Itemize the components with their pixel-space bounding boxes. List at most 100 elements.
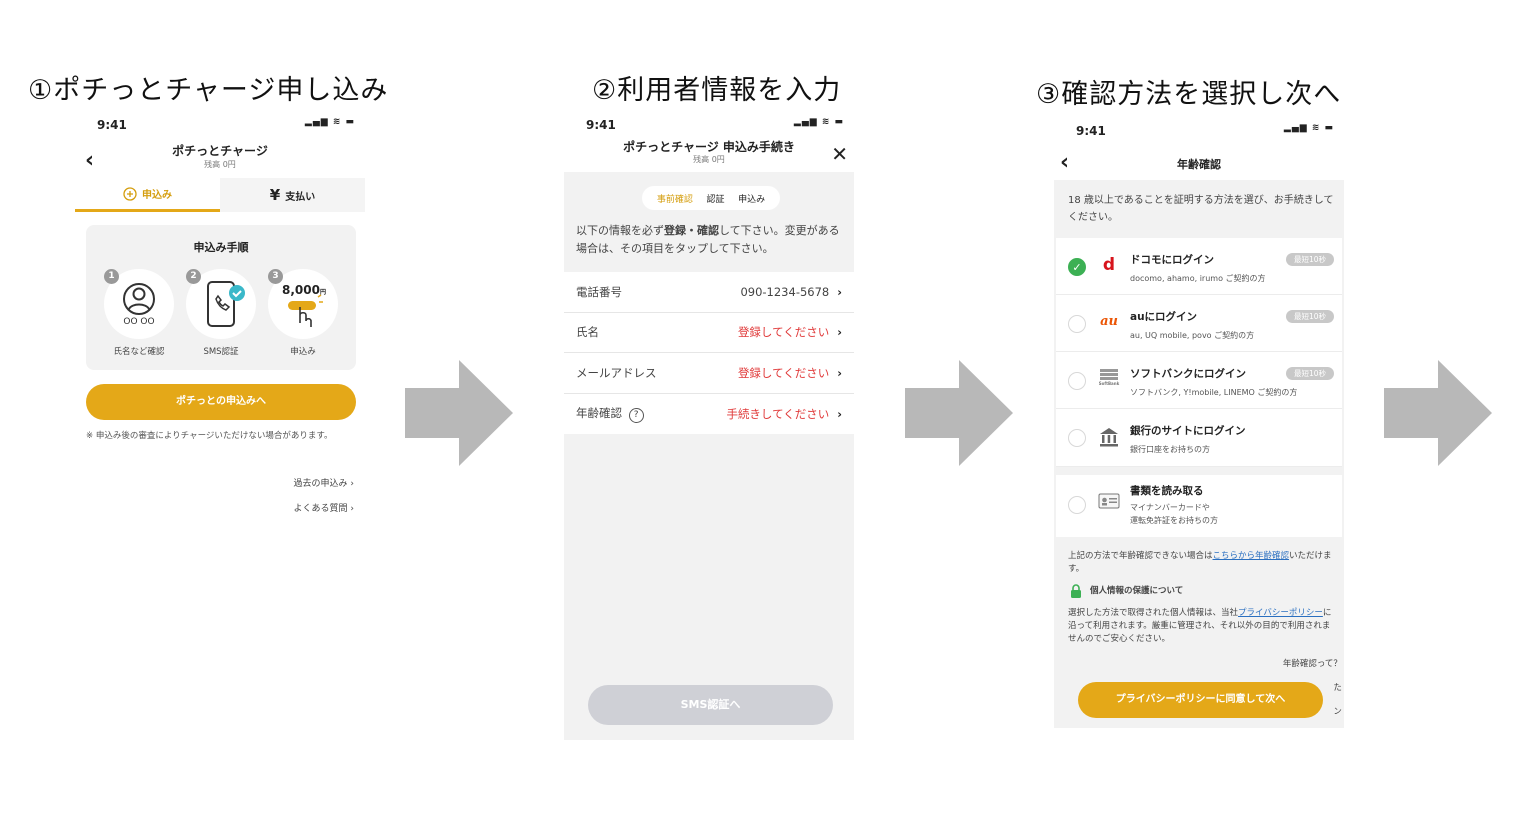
option-title: 書類を読み取る xyxy=(1130,485,1204,497)
step-label: SMS認証 xyxy=(203,347,239,357)
option-au[interactable]: au auにログイン au, UQ mobile, povo ご契約の方 最短1… xyxy=(1056,295,1342,352)
yen-icon: ¥ xyxy=(269,186,281,204)
row-age-verification[interactable]: 年齢確認 ? 手続きしてください › xyxy=(564,394,854,435)
phone-screen-age-verification: 9:41 ▂▄▆ ≋ ▬ ‹ 年齢確認 18 歳以上であることを証明する方法を選… xyxy=(1054,118,1344,728)
row-label: 氏名 xyxy=(576,325,599,340)
step-title-2: ②利用者情報を入力 xyxy=(592,75,842,106)
tab-apply[interactable]: 申込み xyxy=(75,178,220,212)
option-title: auにログイン xyxy=(1130,311,1198,323)
step-person-caption: OO OO xyxy=(123,317,155,327)
steps-card-title: 申込み手順 xyxy=(193,241,249,254)
step-label: 氏名など確認 xyxy=(113,347,165,357)
tab-apply-label: 申込み xyxy=(142,190,172,201)
privacy-text-part: 選択した方法で取得された個人情報は、当社 xyxy=(1068,608,1239,618)
past-applications-link[interactable]: 過去の申込み › xyxy=(293,479,354,489)
amount-text: 8,000 xyxy=(282,283,320,297)
apply-button[interactable]: ポチっとの申込みへ xyxy=(86,384,356,420)
status-indicators: ▂▄▆ ≋ ▬ xyxy=(793,117,844,127)
option-title: ソフトバンクにログイン xyxy=(1130,368,1247,380)
option-title: 銀行のサイトにログイン xyxy=(1130,425,1246,437)
fallback-text-part: いただけます。 xyxy=(1068,551,1332,574)
faq-link[interactable]: よくある質問 › xyxy=(293,504,354,514)
time-badge: 最短10秒 xyxy=(1285,253,1334,266)
page-title: ポチっとチャージ xyxy=(172,144,268,158)
status-bar: 9:41 ▂▄▆ ≋ ▬ xyxy=(564,112,854,136)
privacy-text-part: に沿って利用されます。厳重に管理され、それ以外の目的で利用されませんのでご安心く… xyxy=(1068,608,1332,644)
pill-auth: 認証 xyxy=(706,194,725,205)
lock-icon xyxy=(1071,584,1081,598)
page-title: ポチっとチャージ 申込み手続き xyxy=(623,140,795,154)
au-logo: au xyxy=(1100,314,1118,329)
option-bank[interactable]: 銀行のサイトにログイン 銀行口座をお持ちの方 xyxy=(1056,409,1342,467)
privacy-title: 個人情報の保護について xyxy=(1068,584,1336,598)
radio-button[interactable] xyxy=(1068,496,1086,514)
progress-pills: 事前確認 認証 申込み xyxy=(642,186,780,210)
softbank-logo-text: SoftBank xyxy=(1098,381,1120,386)
content-background xyxy=(564,172,854,740)
status-time: 9:41 xyxy=(586,118,616,132)
age-faq-link[interactable]: 年齢確認って？ › xyxy=(1282,659,1344,669)
option-docomo[interactable]: ✓ d ドコモにログイン docomo, ahamo, irumo ご契約の方 … xyxy=(1056,238,1342,295)
bank-icon xyxy=(1098,426,1120,448)
radio-button[interactable] xyxy=(1068,315,1086,333)
row-name[interactable]: 氏名 登録してください› xyxy=(564,313,854,353)
back-arrow-icon[interactable]: ‹ xyxy=(85,148,95,173)
hidden-link[interactable]: ン › xyxy=(1333,707,1344,717)
option-subtitle: au, UQ mobile, povo ご契約の方 xyxy=(1130,331,1255,340)
id-card-icon xyxy=(1098,493,1120,515)
plus-circle-icon xyxy=(123,186,137,201)
back-arrow-icon[interactable]: ‹ xyxy=(1060,150,1070,175)
softbank-logo: SoftBank xyxy=(1098,368,1120,390)
option-subtitle: 運転免許証をお持ちの方 xyxy=(1130,516,1218,525)
step-number: 2 xyxy=(186,269,201,284)
privacy-policy-link[interactable]: プライバシーポリシー xyxy=(1238,608,1323,618)
fallback-link[interactable]: こちらから年齢確認 xyxy=(1212,551,1290,561)
radio-button[interactable] xyxy=(1068,429,1086,447)
status-bar: 9:41 ▂▄▆ ≋ ▬ xyxy=(1054,118,1344,142)
balance-text: 残高 0円 xyxy=(204,160,236,169)
status-indicators: ▂▄▆ ≋ ▬ xyxy=(304,117,355,127)
phone-screen-user-info: 9:41 ▂▄▆ ≋ ▬ ポチっとチャージ 申込み手続き 残高 0円 ✕ 事前確… xyxy=(564,112,854,740)
pill-apply: 申込み xyxy=(738,194,766,205)
status-bar: 9:41 ▂▄▆ ≋ ▬ xyxy=(75,112,365,136)
row-label: 年齢確認 xyxy=(576,405,622,420)
option-document[interactable]: 書類を読み取る マイナンバーカードや 運転免許証をお持ちの方 xyxy=(1056,475,1342,537)
row-phone[interactable]: 電話番号 090-1234-5678› xyxy=(564,272,854,313)
help-icon[interactable]: ? xyxy=(628,407,644,423)
chevron-right-icon: › xyxy=(837,284,842,299)
tab-payment-label: 支払い xyxy=(285,191,316,203)
check-icon[interactable]: ✓ xyxy=(1068,258,1086,276)
phone-check-icon xyxy=(207,281,245,327)
info-list: 電話番号 090-1234-5678› 氏名 登録してください› メールアドレス… xyxy=(564,272,854,434)
option-subtitle: ソフトバンク, Y!mobile, LINEMO ご契約の方 xyxy=(1130,388,1298,397)
row-email[interactable]: メールアドレス 登録してください› xyxy=(564,353,854,394)
status-time: 9:41 xyxy=(97,118,127,132)
row-label: メールアドレス xyxy=(576,365,657,380)
chevron-right-icon: › xyxy=(837,325,842,340)
option-subtitle: docomo, ahamo, irumo ご契約の方 xyxy=(1130,274,1266,283)
page-title: 年齢確認 xyxy=(1177,158,1221,171)
step-number: 3 xyxy=(268,269,283,284)
close-icon[interactable]: ✕ xyxy=(831,142,848,166)
phone-screen-application: 9:41 ▂▄▆ ≋ ▬ ‹ ポチっとチャージ 残高 0円 申込み ¥ 支払い … xyxy=(75,112,365,522)
fallback-text: 上記の方法で年齢確認できない場合はこちらから年齢確認いただけます。 xyxy=(1068,550,1336,576)
option-title: ドコモにログイン xyxy=(1130,254,1214,266)
radio-button[interactable] xyxy=(1068,372,1086,390)
option-softbank[interactable]: SoftBank ソフトバンクにログイン ソフトバンク, Y!mobile, L… xyxy=(1056,352,1342,409)
review-note: ※ 申込み後の審査によりチャージいただけない場合があります。 xyxy=(86,431,333,441)
chevron-right-icon: › xyxy=(837,365,842,380)
time-badge: 最短10秒 xyxy=(1285,310,1334,323)
intro-text-bold: 登録・確認 xyxy=(664,224,719,237)
chevron-right-icon: › xyxy=(837,406,842,421)
tab-payment[interactable]: ¥ 支払い xyxy=(220,178,365,212)
sms-auth-button[interactable]: SMS認証へ xyxy=(588,685,833,725)
intro-text-part: して下さい。変更がある場合は、その項目をタップして下さい。 xyxy=(576,224,840,255)
row-value: 手続きしてください xyxy=(726,406,830,421)
hidden-link[interactable]: た › xyxy=(1333,683,1344,693)
tab-bar: 申込み ¥ 支払い xyxy=(75,178,365,212)
pill-precheck: 事前確認 xyxy=(656,194,693,205)
step-label: 申込み xyxy=(290,347,316,357)
arrow-right-icon xyxy=(905,360,1013,466)
agree-next-button[interactable]: プライバシーポリシーに同意して次へ xyxy=(1078,682,1323,718)
intro-text: 以下の情報を必ず登録・確認して下さい。変更がある場合は、その項目をタップして下さ… xyxy=(576,222,846,258)
